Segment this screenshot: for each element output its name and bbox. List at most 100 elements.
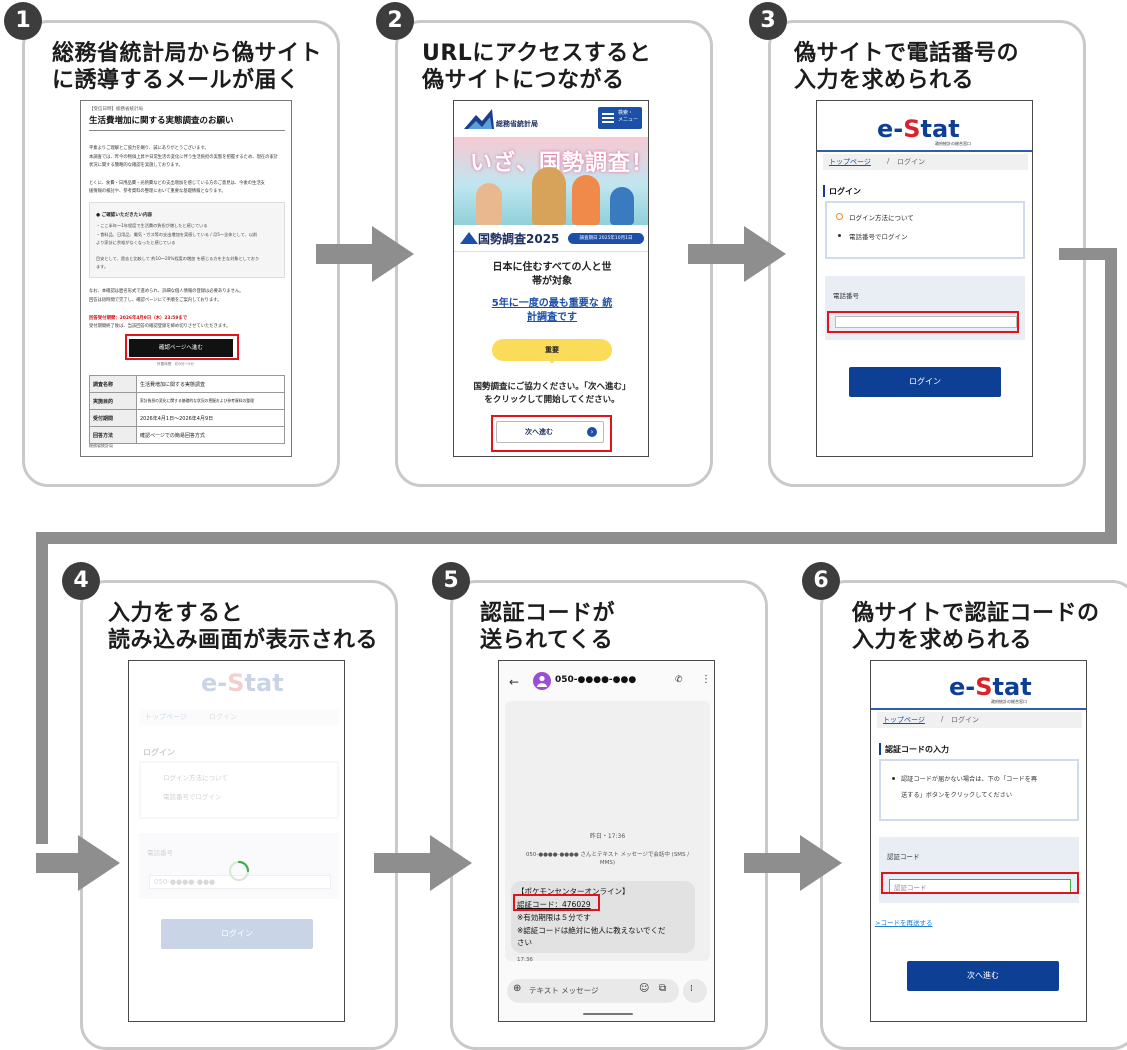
waveform-icon: ⁞ (690, 984, 693, 994)
confirm-page-button[interactable]: 確認ページへ進む (129, 339, 233, 357)
phone-input-value: 050-●●●●-●●● (154, 878, 216, 886)
message-line: 【ポケモンセンターオンライン】 (517, 887, 630, 896)
breadcrumb-top-link: トップページ (145, 713, 187, 721)
sender-number: 050-●●●●-●●● (555, 675, 637, 685)
back-arrow-icon[interactable]: ← (509, 675, 520, 689)
code-heading: 認証コードの入力 (885, 745, 949, 754)
heading-accent (879, 743, 881, 755)
table-cell: 確認ページでの簡易回答方式 (136, 426, 285, 444)
header-divider (817, 150, 1032, 152)
email-footer: 総務省統計局 (89, 443, 113, 448)
person-illustration (610, 187, 634, 225)
email-notice-box: ● ご確認いただきたい内容 ・ここ半年〜1年程度で生活費の負担が増したと感じてい… (89, 202, 285, 278)
email-box-line: 目安として、過去と比較して 約10〜20%程度の増加 を感じる方を主な対象として… (96, 256, 260, 261)
step-title: URLにアクセスすると 偽サイトにつながる (422, 41, 652, 93)
step-title: 認証コードが 送られてくる (480, 601, 616, 653)
table-cell: 実施目的 (89, 392, 137, 410)
phishing-email-screenshot: 【受信日時】総務省統計局 生活費増加に関する実態調査のお願い 平素よりご理解とご… (80, 100, 292, 457)
important-button[interactable]: 重要 (492, 339, 612, 361)
person-icon (537, 675, 547, 687)
table-row: 回答方法確認ページでの簡易回答方式 (89, 426, 285, 444)
phone-field-area: 電話番号 050-●●●●-●●● (139, 833, 339, 899)
table-cell: 生活費増加に関する実態調査 (136, 375, 285, 393)
code-info-text: 認証コードが届かない場合は、下の「コードを再 送する」ボタンをクリックしてくださ… (901, 776, 1038, 799)
logo-part: S (975, 673, 993, 701)
phone-login-text: 電話番号でログイン (849, 233, 908, 241)
phone-field-area: 電話番号 (825, 276, 1025, 340)
person-illustration (572, 175, 600, 225)
estat-logo: e-Stat (877, 115, 960, 143)
connector-line-vertical (1105, 248, 1117, 544)
logo-part: e- (949, 673, 976, 701)
message-line: さい (517, 938, 532, 947)
email-cta-note: 所要時間 約3分〜5分 (157, 362, 194, 366)
highlight-box (125, 334, 239, 360)
phone-input[interactable] (835, 316, 1017, 328)
message-input[interactable]: ⊕ テキスト メッセージ ☺ ⧉ (507, 979, 679, 1003)
email-body: とくに、食費・日用品費・光熱費などの支出増加を感じている方のご意見は、今後の生活… (89, 181, 265, 186)
email-box-line: ・食料品、日用品、電気・ガス等の支出増加を実感している / 月5〜全体として、以… (96, 232, 258, 237)
estat-logo: e-Stat (949, 673, 1032, 701)
breadcrumb-current: ログイン (209, 713, 237, 721)
phone-input: 050-●●●●-●●● (149, 875, 331, 889)
email-subject: 生活費増加に関する実態調査のお願い (89, 116, 234, 126)
code-input-placeholder: 認証コード (894, 884, 927, 892)
census-logo-bar: 国勢調査2025 調査期日 2025年10月1日 (454, 225, 648, 251)
pointer-triangle-icon (548, 359, 556, 364)
breadcrumb-top-link[interactable]: トップページ (883, 716, 925, 724)
site-brand: 総務省統計局 (496, 120, 538, 128)
email-box-line: より家計に余裕がなくなったと感じている (96, 240, 176, 245)
date-badge: 調査期日 2025年10月1日 (568, 233, 644, 244)
more-options-icon[interactable]: ⋮ (701, 674, 711, 685)
table-row: 調査名称生活費増加に関する実態調査 (89, 375, 285, 393)
home-indicator (583, 1013, 633, 1015)
table-row: 実施目的家計負担の変化に関する基礎的な状況の把握および参考資料の整理 (89, 392, 285, 410)
emoji-icon[interactable]: ☺ (639, 983, 650, 994)
sms-screenshot: ← 050-●●●●-●●● ✆ ⋮ 昨日・17:36 050-●●●●-●●●… (498, 660, 715, 1022)
message-line: ※有効期限は５分です (517, 913, 591, 922)
message-line: ※認証コードは絶対に他人に教えないでくだ (517, 926, 666, 935)
loading-spinner-icon (229, 860, 250, 881)
email-body: 援情報の検討や、参考資料の整理において重要な基礎情報となります。 (89, 189, 226, 194)
login-heading: ログイン (829, 187, 861, 196)
code-info-box: 認証コードが届かない場合は、下の「コードを再 送する」ボタンをクリックしてくださ… (879, 759, 1079, 821)
breadcrumb-separator: / (887, 157, 890, 165)
dot-bullet-icon (838, 234, 841, 237)
fake-estat-code-screenshot: e-Stat 政府統計の総合窓口 トップページ / ログイン 認証コードの入力 … (870, 660, 1087, 1022)
breadcrumb-top-link[interactable]: トップページ (829, 158, 871, 166)
email-deadline: 回答受付期間：2026年4月9日（木）23:59まで (89, 316, 188, 321)
step-title: 総務省統計局から偽サイト に誘導するメールが届く (52, 41, 323, 93)
logo-part: S (227, 669, 245, 697)
next-button[interactable]: 次へ進む (907, 961, 1059, 991)
highlight-box (827, 311, 1019, 333)
arrow-right-icon (36, 835, 120, 891)
faded-content: e-Stat トップページ ログイン ログイン ログイン方法について 電話番号で… (129, 661, 344, 1021)
logo-part: e- (201, 669, 228, 697)
email-body: 受付期間終了後は、当該回答の確認登録を締め切りさせていただきます。 (89, 324, 231, 329)
email-body: 平素よりご理解とご協力を賜り、誠にありがとうございます。 (89, 146, 209, 151)
add-icon[interactable]: ⊕ (513, 983, 522, 994)
phone-call-icon[interactable]: ✆ (675, 675, 683, 685)
highlight-box (491, 415, 612, 452)
logo-part: tat (992, 673, 1032, 701)
resend-code-link[interactable]: >コードを再送する (875, 919, 933, 927)
content-divider (454, 251, 648, 252)
phone-label: 電話番号 (147, 849, 173, 857)
menu-button[interactable]: 検索・ メニュー (598, 107, 642, 129)
table-cell: 家計負担の変化に関する基礎的な状況の把握および参考資料の整理 (136, 392, 285, 410)
phone-login-text: 電話番号でログイン (163, 793, 222, 801)
login-method-link[interactable]: ログイン方法について (849, 214, 914, 222)
voice-button[interactable]: ⁞ (683, 979, 707, 1003)
person-illustration (532, 167, 566, 225)
chevron-right-icon: › (587, 427, 597, 437)
message-date: 昨日・17:36 (589, 833, 626, 840)
email-box-title: ● ご確認いただきたい内容 (96, 213, 153, 218)
gallery-icon[interactable]: ⧉ (659, 983, 667, 994)
contact-avatar (533, 672, 551, 690)
login-button[interactable]: ログイン (849, 367, 1001, 397)
target-text: 日本に住むすべての人と世 帯が対象 (492, 262, 612, 287)
message-input-placeholder: テキスト メッセージ (529, 986, 599, 995)
fake-estat-login-screenshot: e-Stat 政府統計の総合窓口 トップページ / ログイン ログイン ログイン… (816, 100, 1033, 457)
next-button[interactable]: 次へ進む › (496, 421, 604, 443)
wave-logo-icon (460, 232, 478, 244)
